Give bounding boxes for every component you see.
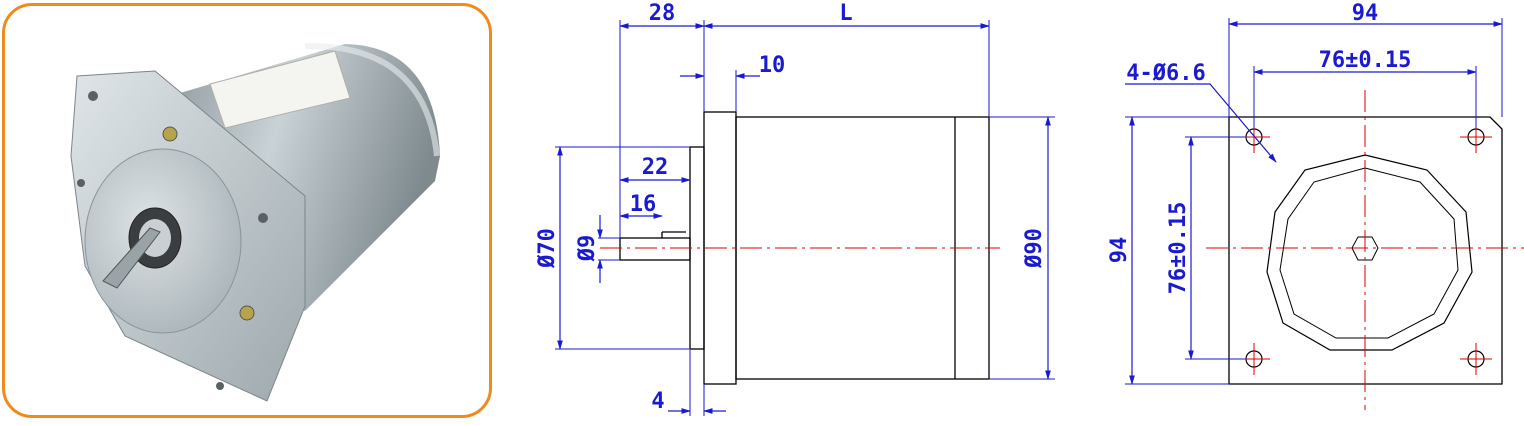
- dim-key-len: 16: [630, 192, 657, 217]
- shaft-outline: [619, 237, 691, 261]
- front-view: 94 76±0.15 4-Ø6.6 94 76±0.15: [1107, 1, 1524, 410]
- dim-holes: 4-Ø6.6: [1126, 61, 1205, 86]
- dim-spigot-dia: Ø70: [535, 228, 560, 269]
- mount-hole: [258, 213, 268, 223]
- mount-hole: [88, 91, 98, 101]
- dim-shaft-step: 22: [642, 155, 669, 180]
- dim-shaft-ext: 28: [649, 1, 676, 26]
- dim-hole-pitch-v: 76±0.15: [1166, 202, 1191, 295]
- motor-photo: [70, 42, 440, 402]
- motor-shaft: [102, 227, 161, 289]
- flange-square: [1228, 116, 1503, 385]
- mount-hole: [77, 179, 85, 187]
- nameplate: [209, 50, 351, 129]
- side-view: 28 L 10 22 16 4 Ø70 Ø9 Ø90: [535, 1, 1055, 416]
- dim-shaft-dia: Ø9: [575, 235, 600, 263]
- dim-body-dia: Ø90: [1022, 228, 1047, 269]
- screw-top: [162, 126, 178, 142]
- dim-height: 94: [1107, 237, 1132, 264]
- body-polygon-outer: [1266, 154, 1473, 351]
- dim-hole-pitch-h: 76±0.15: [1319, 48, 1412, 73]
- dim-spigot-len: 4: [651, 389, 664, 414]
- dim-width: 94: [1352, 1, 1379, 26]
- body-polygon-inner: [1279, 167, 1459, 339]
- mount-hole: [216, 382, 224, 390]
- screw-bottom: [239, 305, 255, 321]
- motor-photo-frame: [2, 3, 492, 418]
- dim-flange-thk: 10: [759, 53, 786, 78]
- dim-length: L: [839, 1, 852, 26]
- front-centerlines: [1206, 90, 1524, 410]
